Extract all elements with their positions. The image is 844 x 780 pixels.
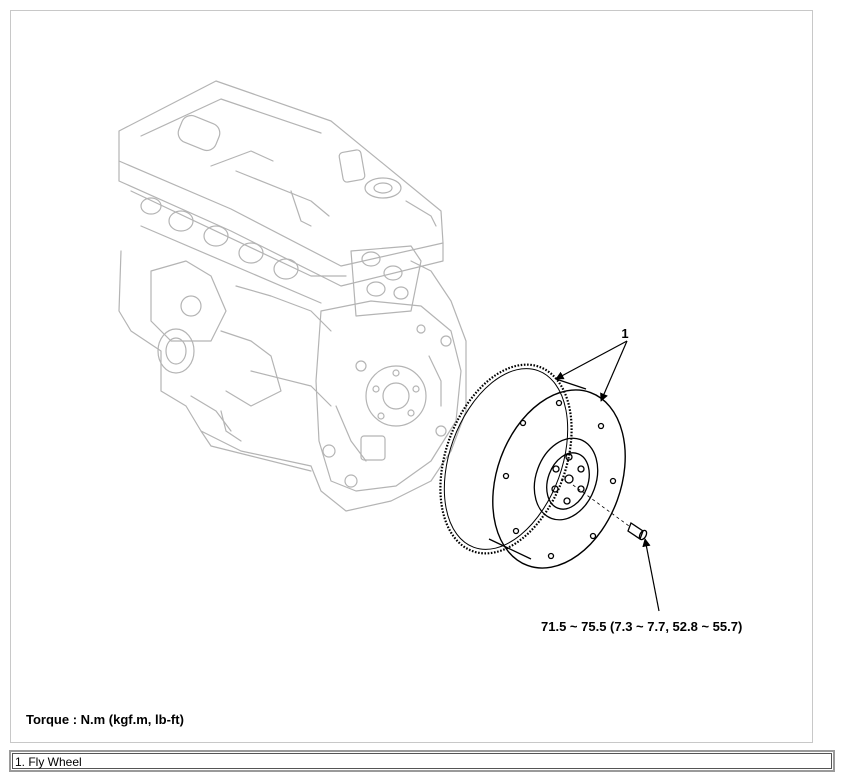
torque-spec-label: 71.5 ~ 75.5 (7.3 ~ 7.7, 52.8 ~ 55.7)	[541, 619, 742, 634]
callout-leaders	[555, 340, 660, 612]
callout-label-1: 1	[621, 326, 628, 341]
legend-item: 1. Fly Wheel	[12, 753, 832, 769]
engine-block-illustration	[118, 80, 467, 512]
engine-flywheel-diagram: 1 71.5 ~ 75.5 (7.3 ~ 7.7, 52.8 ~ 55.7) T…	[26, 80, 742, 727]
legend-box: 1. Fly Wheel	[9, 750, 835, 772]
torque-unit-note: Torque : N.m (kgf.m, lb-ft)	[26, 712, 184, 727]
flywheel-illustration	[439, 363, 648, 569]
figure-frame: 1 71.5 ~ 75.5 (7.3 ~ 7.7, 52.8 ~ 55.7) T…	[10, 10, 813, 743]
